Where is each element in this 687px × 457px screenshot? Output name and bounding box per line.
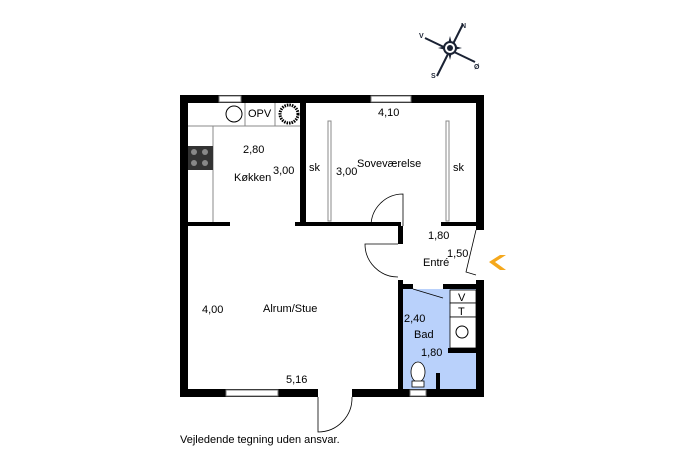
bedroom-closet-right: sk [453, 162, 465, 174]
stove-icon [188, 146, 213, 170]
bedroom-depth: 3,00 [336, 166, 357, 178]
kitchen-depth: 3,00 [273, 165, 294, 177]
bedroom-width: 4,10 [378, 107, 399, 119]
utility-t: T [458, 306, 465, 318]
compass-rose-icon: N V S Ø [419, 23, 480, 80]
disclaimer: Vejledende tegning uden ansvar. [180, 434, 340, 446]
fan-icon [278, 103, 300, 125]
compass-e: Ø [474, 64, 480, 71]
living-width: 5,16 [286, 374, 307, 386]
washbasin-icon [455, 325, 469, 339]
kitchen-opv: OPV [248, 108, 272, 120]
sink-icon [225, 105, 243, 123]
living-name: Alrum/Stue [263, 303, 317, 315]
closet-doors [327, 120, 450, 222]
bath-fixtures [410, 289, 477, 388]
bath-depth: 2,40 [404, 313, 425, 325]
utility-v: V [458, 292, 466, 304]
compass-s: S [431, 73, 436, 80]
kitchen-width: 2,80 [243, 144, 264, 156]
doors [317, 193, 477, 433]
windows [218, 95, 427, 397]
entry-width: 1,80 [428, 230, 449, 242]
kitchen-name: Køkken [234, 172, 271, 184]
kitchen-counter [188, 103, 300, 222]
bedroom-closet-left: sk [309, 162, 321, 174]
entrance-arrow-icon [489, 255, 506, 270]
entry-depth: 1,50 [447, 248, 468, 260]
bath-name: Bad [414, 329, 434, 341]
compass-n: N [461, 23, 466, 30]
compass-v: V [419, 33, 424, 40]
bedroom-name: Soveværelse [357, 158, 421, 170]
living-depth: 4,00 [202, 304, 223, 316]
entry-name: Entré [423, 257, 449, 269]
bath-width: 1,80 [421, 347, 442, 359]
